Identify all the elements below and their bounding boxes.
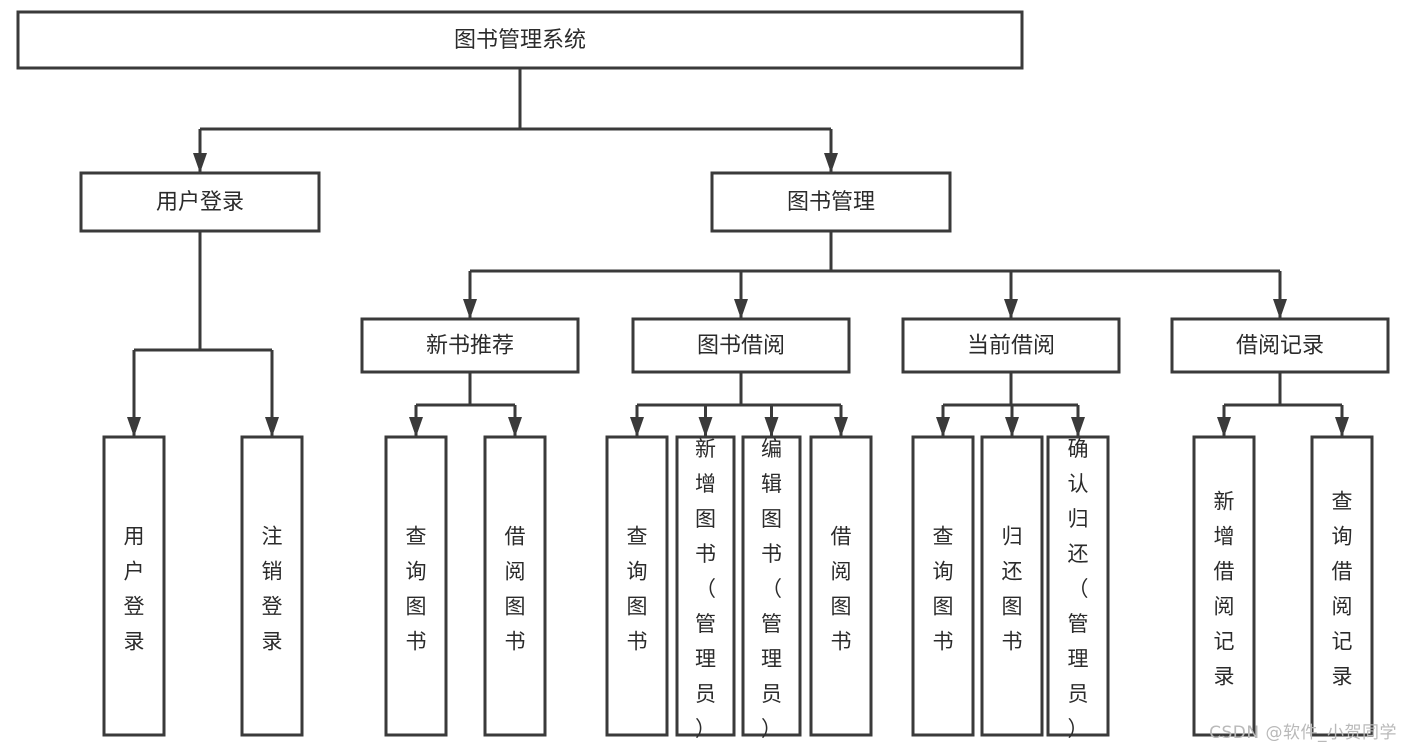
node-label: 注销登录: [262, 524, 283, 653]
arrow-head-icon: [824, 153, 838, 173]
arrow-head-icon: [1004, 299, 1018, 319]
node-leaf-8[interactable]: 查询图书: [911, 435, 975, 737]
node-label: 查询图书: [406, 524, 427, 653]
node-box[interactable]: [483, 435, 547, 737]
arrow-head-icon: [127, 417, 141, 437]
node-box[interactable]: [102, 435, 166, 737]
node-box[interactable]: [16, 10, 1024, 70]
arrow-head-icon: [698, 417, 713, 437]
node-label: 当前借阅: [967, 334, 1055, 359]
node-leaf-7[interactable]: 借阅图书: [809, 435, 873, 737]
node-leaf-4[interactable]: 查询图书: [605, 435, 669, 737]
node-box[interactable]: [911, 435, 975, 737]
node-label: 新增图书（管理员）: [695, 437, 716, 741]
node-label: 新书推荐: [426, 334, 514, 359]
node-box[interactable]: [675, 435, 736, 737]
arrow-head-icon: [409, 417, 423, 437]
arrow-head-icon: [1005, 417, 1019, 437]
node-root-0[interactable]: 图书管理系统: [16, 10, 1024, 70]
node-box[interactable]: [1170, 317, 1390, 374]
node-label: 归还图书: [1002, 524, 1023, 653]
arrow-head-icon: [1217, 417, 1231, 437]
node-level2-1[interactable]: 图书管理: [710, 171, 952, 233]
node-label: 用户登录: [124, 524, 145, 653]
arrow-head-icon: [630, 417, 644, 437]
node-label: 图书借阅: [697, 334, 785, 359]
arrow-head-icon: [764, 417, 779, 437]
node-box[interactable]: [360, 317, 580, 374]
node-label: 图书管理: [787, 190, 875, 215]
node-box[interactable]: [741, 435, 802, 737]
node-label: 借阅图书: [831, 524, 852, 653]
node-leaf-12[interactable]: 查询借阅记录: [1310, 435, 1374, 737]
node-label: 查询借阅记录: [1332, 489, 1353, 688]
arrow-head-icon: [1335, 417, 1349, 437]
node-box[interactable]: [710, 171, 952, 233]
node-leaf-1[interactable]: 注销登录: [240, 435, 304, 737]
node-level2-0[interactable]: 用户登录: [79, 171, 321, 233]
arrow-head-icon: [193, 153, 207, 173]
node-level3-1[interactable]: 图书借阅: [631, 317, 851, 374]
node-label: 图书管理系统: [454, 28, 586, 53]
node-box[interactable]: [1310, 435, 1374, 737]
arrow-head-icon: [1273, 299, 1287, 319]
node-leaf-10[interactable]: 确认归还（管理员）: [1046, 435, 1110, 741]
node-leaf-2[interactable]: 查询图书: [384, 435, 448, 737]
arrow-head-icon: [508, 417, 522, 437]
csdn-watermark: CSDN @软件_小贺同学: [1209, 723, 1397, 743]
node-leaf-3[interactable]: 借阅图书: [483, 435, 547, 737]
arrow-head-icon: [265, 417, 279, 437]
node-leaf-5[interactable]: 新增图书（管理员）: [675, 435, 736, 741]
node-box[interactable]: [605, 435, 669, 737]
node-leaf-0[interactable]: 用户登录: [102, 435, 166, 737]
node-leaf-11[interactable]: 新增借阅记录: [1192, 435, 1256, 737]
node-box[interactable]: [980, 435, 1044, 737]
node-level3-2[interactable]: 当前借阅: [901, 317, 1121, 374]
arrow-head-icon: [463, 299, 477, 319]
node-leaf-9[interactable]: 归还图书: [980, 435, 1044, 737]
node-label: 借阅记录: [1236, 334, 1324, 359]
node-box[interactable]: [809, 435, 873, 737]
node-level3-3[interactable]: 借阅记录: [1170, 317, 1390, 374]
arrow-head-icon: [936, 417, 950, 437]
node-box[interactable]: [384, 435, 448, 737]
node-label: 用户登录: [156, 190, 244, 215]
node-box[interactable]: [1192, 435, 1256, 737]
node-leaf-6[interactable]: 编辑图书（管理员）: [741, 435, 802, 741]
node-box[interactable]: [901, 317, 1121, 374]
arrow-head-icon: [834, 417, 848, 437]
node-box[interactable]: [1046, 435, 1110, 737]
node-label: 查询图书: [933, 524, 954, 653]
node-box[interactable]: [240, 435, 304, 737]
arrow-head-icon: [1071, 417, 1085, 437]
connector-layer: [127, 68, 1349, 437]
node-label: 新增借阅记录: [1214, 489, 1235, 688]
box-layer: 图书管理系统用户登录图书管理新书推荐图书借阅当前借阅借阅记录用户登录注销登录查询…: [16, 10, 1390, 741]
node-box[interactable]: [631, 317, 851, 374]
node-box[interactable]: [79, 171, 321, 233]
arrow-head-icon: [734, 299, 748, 319]
node-level3-0[interactable]: 新书推荐: [360, 317, 580, 374]
node-label: 确认归还（管理员）: [1068, 437, 1089, 741]
node-label: 编辑图书（管理员）: [761, 437, 782, 741]
node-label: 查询图书: [627, 524, 648, 653]
node-label: 借阅图书: [505, 524, 526, 653]
